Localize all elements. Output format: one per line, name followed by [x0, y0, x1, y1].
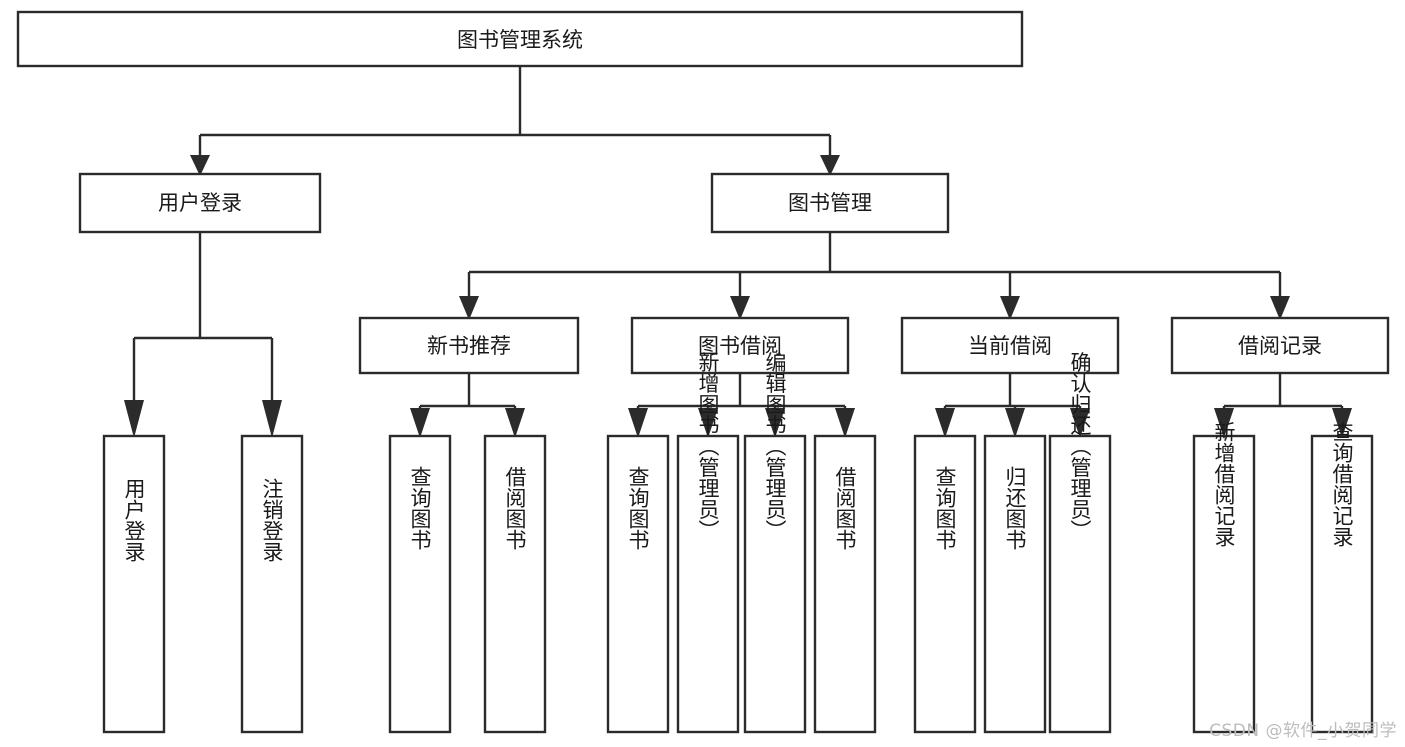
leaf-label-edit-book-admin: 编辑图书（管理员） — [763, 352, 787, 541]
arrow-head-icon — [190, 155, 210, 176]
node-root-system[interactable]: 图书管理系统 — [16, 10, 1024, 68]
connector-current-to-leaves — [935, 373, 1090, 438]
leaf-node-add-book-admin[interactable]: 新增图书（管理员） — [676, 352, 740, 734]
arrow-head-icon — [1214, 408, 1234, 438]
leaf-label-add-book-admin: 新增图书（管理员） — [696, 352, 720, 541]
node-label-book-borrow: 图书借阅 — [698, 334, 782, 358]
connector-borrow-to-leaves — [628, 373, 855, 438]
node-user-login[interactable]: 用户登录 — [78, 172, 322, 234]
node-label-new-book-recommend: 新书推荐 — [427, 334, 511, 358]
node-borrow-records[interactable]: 借阅记录 — [1170, 316, 1390, 375]
arrow-head-icon — [505, 408, 525, 438]
node-label-borrow-records: 借阅记录 — [1238, 334, 1322, 358]
arrow-head-icon — [1000, 296, 1020, 320]
arrow-head-icon — [1005, 408, 1025, 438]
leaf-label-return-book: 归还图书 — [1003, 466, 1027, 550]
leaf-label-query-book-rec: 查询图书 — [408, 466, 432, 550]
arrow-head-icon — [1332, 408, 1352, 438]
arrow-head-icon — [730, 296, 750, 320]
connector-root-to-level2 — [190, 66, 840, 176]
node-label-current-borrow: 当前借阅 — [968, 334, 1052, 358]
leaf-node-query-borrow-record[interactable]: 查询借阅记录 — [1310, 421, 1374, 734]
connector-bookmgmt-to-level3 — [459, 232, 1290, 320]
leaf-label-query-book-borrow: 查询图书 — [626, 466, 650, 550]
node-book-management[interactable]: 图书管理 — [710, 172, 950, 234]
leaf-label-confirm-return-admin: 确认归还（管理员） — [1068, 352, 1092, 541]
leaf-label-query-borrow-record: 查询借阅记录 — [1330, 421, 1354, 547]
leaf-node-confirm-return-admin[interactable]: 确认归还（管理员） — [1048, 352, 1112, 734]
leaf-node-user-login[interactable]: 用户登录 — [102, 434, 166, 734]
arrow-head-icon — [935, 408, 955, 438]
arrow-head-icon — [410, 408, 430, 438]
leaf-label-add-borrow-record: 新增借阅记录 — [1212, 421, 1236, 547]
arrow-head-icon — [1270, 296, 1290, 320]
arrow-head-icon — [835, 408, 855, 438]
node-current-borrow[interactable]: 当前借阅 — [900, 316, 1120, 375]
connector-newbook-to-leaves — [410, 373, 525, 438]
leaf-label-logout: 注销登录 — [260, 478, 284, 562]
arrow-head-icon — [698, 408, 718, 438]
leaf-node-edit-book-admin[interactable]: 编辑图书（管理员） — [743, 352, 807, 734]
connector-userlogin-to-leaves — [124, 232, 282, 438]
leaf-label-user-login: 用户登录 — [122, 478, 146, 562]
leaf-label-query-book-current: 查询图书 — [933, 466, 957, 550]
arrow-head-icon — [765, 408, 785, 438]
connector-layer — [124, 66, 1352, 438]
node-label-book-management: 图书管理 — [788, 191, 872, 215]
leaf-node-borrow-book-rec[interactable]: 借阅图书 — [483, 434, 547, 734]
node-label-user-login: 用户登录 — [158, 191, 242, 215]
leaf-node-borrow-book[interactable]: 借阅图书 — [813, 434, 877, 734]
connector-records-to-leaves — [1214, 373, 1352, 438]
leaf-label-borrow-book-rec: 借阅图书 — [503, 466, 527, 550]
node-label-root: 图书管理系统 — [457, 28, 583, 52]
leaf-node-query-book-rec[interactable]: 查询图书 — [388, 434, 452, 734]
arrow-head-icon — [820, 155, 840, 176]
node-book-borrow[interactable]: 图书借阅 — [630, 316, 850, 375]
leaf-label-borrow-book: 借阅图书 — [833, 466, 857, 550]
arrow-head-icon — [459, 296, 479, 320]
leaf-node-query-book-current[interactable]: 查询图书 — [913, 434, 977, 734]
leaf-node-add-borrow-record[interactable]: 新增借阅记录 — [1192, 421, 1256, 734]
csdn-watermark: CSDN @软件_小贺同学 — [1209, 721, 1397, 741]
leaf-node-logout[interactable]: 注销登录 — [240, 434, 304, 734]
arrow-head-icon — [262, 400, 282, 438]
arrow-head-icon — [124, 400, 144, 438]
arrow-head-icon — [628, 408, 648, 438]
leaf-node-return-book[interactable]: 归还图书 — [983, 434, 1047, 734]
arrow-head-icon — [1070, 408, 1090, 438]
leaf-node-query-book-borrow[interactable]: 查询图书 — [606, 434, 670, 734]
node-new-book-recommend[interactable]: 新书推荐 — [358, 316, 580, 375]
